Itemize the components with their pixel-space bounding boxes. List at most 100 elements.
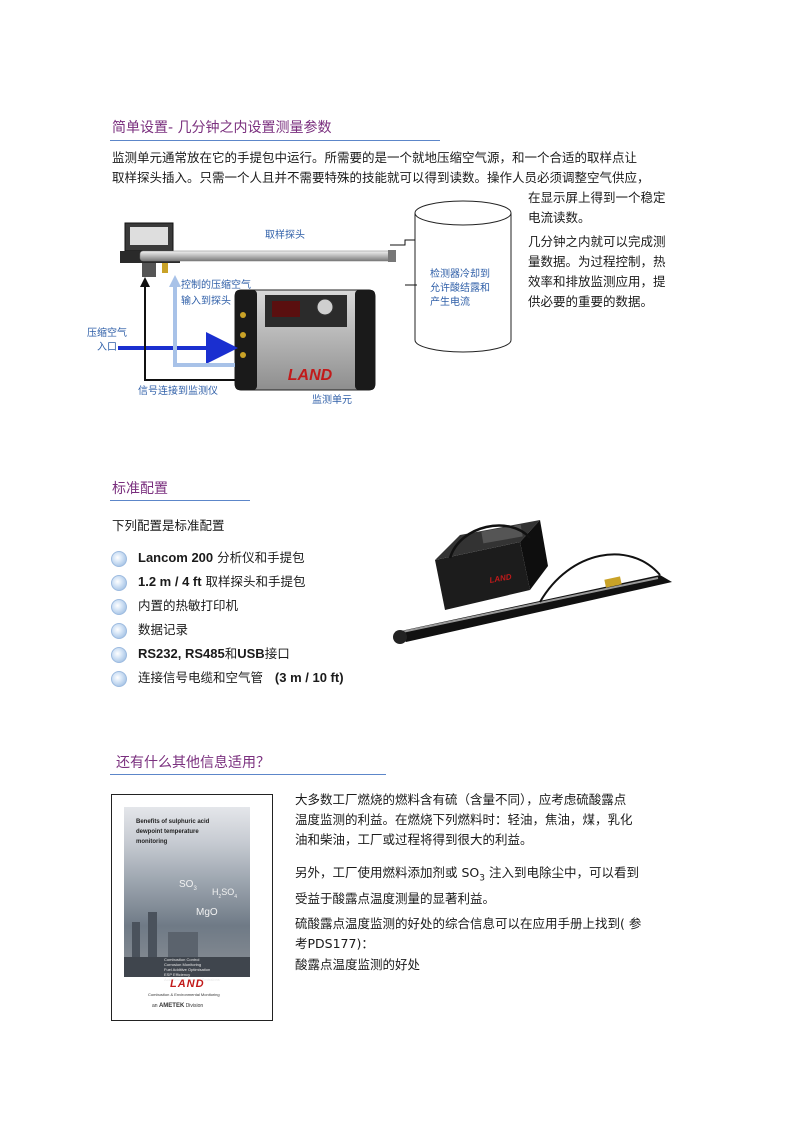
config-item-2-text: 取样探头和手提包: [201, 574, 306, 589]
config-item-5-text: 和: [224, 646, 238, 661]
brochure-feature-list: Combustion Control Corrosion Monitoring …: [164, 957, 220, 982]
para3-line1: 硫酸露点温度监测的好处的综合信息可以在应用手册上找到( 参: [295, 916, 642, 931]
config-item-3-text: 内置的热敏打印机: [138, 598, 239, 613]
section2-rule: [110, 500, 250, 501]
signal-line: [144, 283, 235, 381]
inlet-label-line2: 入口: [97, 342, 117, 353]
controlled-air-line: [173, 283, 235, 367]
config-item-4: 数据记录: [138, 622, 188, 638]
chem2-text: H: [212, 887, 219, 897]
section3-para2: 另外，工厂使用燃料添加剂或 SO3 注入到电除尘中，可以看到 受益于酸露点温度测…: [295, 863, 675, 909]
probe-tube: [139, 250, 396, 262]
right-line-4: 量数据。为过程控制，热: [528, 254, 666, 269]
product-photo: LAND: [393, 520, 672, 644]
case-brand-logo: LAND: [489, 572, 513, 585]
para1-line1: 大多数工厂燃烧的燃料含有硫（含量不同），应考虑硫酸露点: [295, 792, 627, 807]
section2-title: 标准配置: [112, 481, 168, 497]
ametek-an: an: [152, 1003, 158, 1009]
config-item-2-bold: 1.2 m / 4 ft: [138, 574, 202, 589]
config-item-6-bold2: (3 m / 10 ft): [274, 670, 344, 685]
brochure-title-line3: monitoring: [136, 839, 168, 845]
air-control-label-line1: 控制的压缩空气: [181, 280, 251, 291]
brochure-chem-mgo: MgO: [196, 907, 218, 918]
signal-label: 信号连接到监测仪: [138, 386, 218, 397]
probe-leader-line: [390, 239, 415, 246]
probe-tip: [388, 250, 396, 262]
feature-line-4: ESP Efficiency: [164, 972, 191, 977]
section1-right-text: 在显示屏上得到一个稳定 电流读数。 几分钟之内就可以完成测 量数据。为过程控制，…: [528, 188, 698, 312]
section2-intro: 下列配置是标准配置: [112, 518, 225, 533]
right-line-2: 电流读数。: [528, 210, 591, 225]
brochure-ametek: an AMETEK Division: [152, 1003, 203, 1009]
monitor-carry-case: LAND: [435, 520, 548, 610]
config-item-5-bold2: USB: [237, 646, 265, 661]
brochure-title: Benefits of sulphuric acid dewpoint temp…: [136, 817, 209, 847]
para2-line2: 受益于酸露点温度测量的显著利益。: [295, 890, 496, 906]
feature-line-2: Corrosion Monitoring: [164, 962, 202, 967]
section3-para3: 硫酸露点温度监测的好处的综合信息可以在应用手册上找到( 参 考PDS177)：: [295, 914, 675, 954]
section3-para1: 大多数工厂燃烧的燃料含有硫（含量不同），应考虑硫酸露点 温度监测的利益。在燃烧下…: [295, 790, 675, 850]
bullet-icon: [111, 575, 127, 591]
detector-label-line2: 允许酸结露和: [430, 283, 490, 294]
brochure-cover[interactable]: Benefits of sulphuric acid dewpoint temp…: [111, 794, 273, 1021]
bullet-icon: [111, 647, 127, 663]
controlled-air-arrowhead: [169, 275, 181, 287]
para2-line1: 另外，工厂使用燃料添加剂或 SO3 注入到电除尘中，可以看到: [295, 863, 675, 889]
right-line-3: 几分钟之内就可以完成测: [528, 234, 666, 249]
right-line-6: 供必要的重要的数据。: [528, 294, 654, 309]
probe-label: 取样探头: [265, 230, 305, 241]
chem2-sub: 2: [218, 893, 222, 900]
brochure-image: Benefits of sulphuric acid dewpoint temp…: [124, 807, 250, 982]
bullet-icon: [111, 599, 127, 615]
chem2-rest: SO: [221, 887, 235, 897]
section1-rule: [110, 140, 440, 141]
config-item-1: Lancom 200 分析仪和手提包: [138, 550, 305, 566]
inlet-label-line1: 压缩空气: [87, 328, 127, 339]
ametek-logo: AMETEK: [158, 1003, 185, 1009]
brochure-title-line1: Benefits of sulphuric acid: [136, 819, 210, 825]
para2-line1-a: 另外，工厂使用燃料添加剂或 SO: [295, 865, 480, 880]
brochure-title-line2: dewpoint temperature: [136, 829, 199, 835]
detector-label: 检测器冷却到 允许酸结露和 产生电流: [430, 268, 490, 310]
config-item-1-text: 分析仪和手提包: [213, 550, 305, 565]
section3-rule: [110, 774, 386, 775]
section1-title: 简单设置- 几分钟之内设置测量参数: [112, 120, 332, 136]
bullet-icon: [111, 623, 127, 639]
chem2-sub2: 4: [234, 893, 238, 900]
detector-label-line1: 检测器冷却到: [430, 269, 490, 280]
para1-line2: 温度监测的利益。在燃烧下列燃料时：轻油，焦油，煤，乳化: [295, 812, 633, 827]
config-item-5-bold: RS232, RS485: [138, 646, 225, 661]
config-item-4-text: 数据记录: [138, 622, 189, 637]
config-item-1-bold: Lancom 200: [138, 550, 214, 565]
inlet-label: 压缩空气 入口: [82, 327, 132, 355]
para2-line1-b: 注入到电除尘中，可以看到: [484, 865, 639, 880]
bullet-icon: [111, 671, 127, 687]
air-control-label-line2: 输入到探头: [181, 296, 231, 307]
detector-label-line3: 产生电流: [430, 297, 470, 308]
chem1-sub: 3: [193, 886, 197, 892]
feature-line-3: Fuel Additive Optimisation: [164, 967, 211, 972]
chem1-text: SO: [179, 879, 194, 890]
config-item-3: 内置的热敏打印机: [138, 598, 238, 614]
config-item-6: 连接信号电缆和空气管 (3 m / 10 ft): [138, 670, 344, 686]
right-line-5: 效率和排放监测应用，提: [528, 274, 666, 289]
config-item-6-text: 连接信号电缆和空气管: [138, 670, 275, 685]
probe-head: [120, 222, 180, 277]
unit-label: 监测单元: [312, 395, 352, 406]
config-item-5: RS232, RS485和USB接口: [138, 646, 290, 662]
config-item-5-text2: 接口: [264, 646, 290, 661]
unit-brand-logo: LAND: [288, 367, 333, 384]
probe-carry-bag: [393, 553, 672, 644]
right-line-1: 在显示屏上得到一个稳定: [528, 190, 666, 205]
brochure-brand-logo: LAND: [170, 978, 205, 990]
section1-line1: 监测单元通常放在它的手提包中运行。所需要的是一个就地压缩空气源，和一个合适的取样…: [112, 150, 638, 165]
feature-line-1: Combustion Control: [164, 957, 200, 962]
para2-sub: 3: [479, 873, 485, 884]
para3-line2: 考PDS177)：: [295, 936, 374, 951]
section1-line2: 取样探头插入。只需一个人且并不需要特殊的技能就可以得到读数。操作人员必须调整空气…: [112, 170, 650, 185]
brochure-chem-h2so4: H2SO4: [212, 887, 237, 900]
air-control-label: 控制的压缩空气 输入到探头: [181, 279, 251, 309]
brochure-chimney-graphic: [124, 912, 250, 977]
section1-paragraph: 监测单元通常放在它的手提包中运行。所需要的是一个就地压缩空气源，和一个合适的取样…: [112, 148, 692, 188]
config-item-2: 1.2 m / 4 ft 取样探头和手提包: [138, 574, 306, 590]
